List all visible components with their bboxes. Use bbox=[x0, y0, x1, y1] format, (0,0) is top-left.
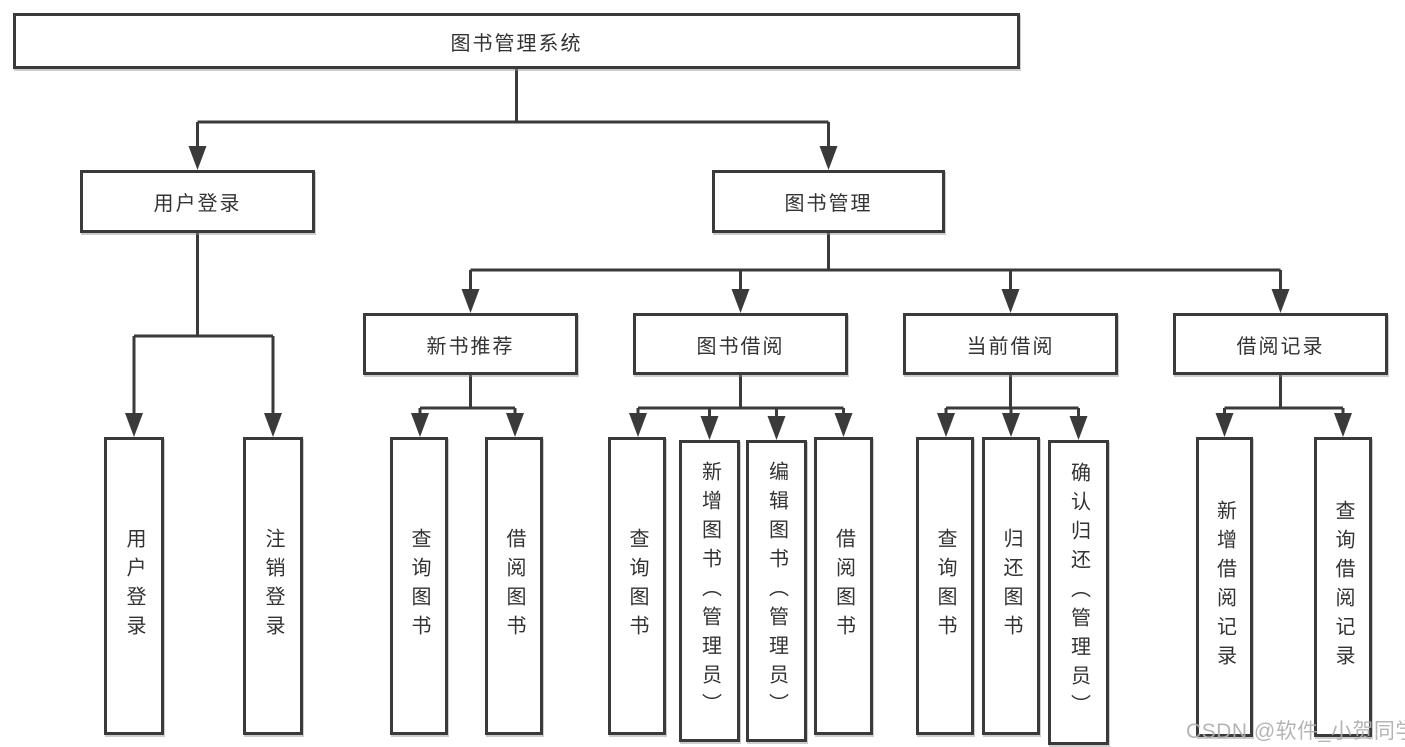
node-label: 新书推荐 bbox=[426, 335, 515, 358]
leaf-query-books: 查询图书 bbox=[608, 437, 666, 735]
node-label: 用户登录 bbox=[153, 193, 242, 215]
leaf-query-books: 查询图书 bbox=[390, 437, 448, 735]
connector-bookborrow-to-leaves bbox=[629, 375, 853, 440]
leaf-query-books: 查询图书 bbox=[916, 437, 974, 735]
node-label: 借阅记录 bbox=[1236, 335, 1325, 358]
connector-borrowrecord-to-leaves bbox=[1215, 375, 1352, 437]
node-label: 新增图书（管理员） bbox=[698, 460, 721, 722]
node-label: 借阅图书 bbox=[832, 528, 855, 644]
node-label: 用户登录 bbox=[123, 528, 145, 644]
node-book-management: 图书管理 bbox=[712, 170, 945, 233]
node-borrowing-records: 借阅记录 bbox=[1173, 313, 1388, 375]
node-label: 借阅图书 bbox=[503, 528, 525, 644]
leaf-user-login: 用户登录 bbox=[104, 437, 164, 735]
watermark: CSDN @软件_小贺同学 bbox=[1186, 720, 1405, 743]
leaf-logout: 注销登录 bbox=[243, 437, 303, 735]
node-label: 确认归还（管理员） bbox=[1067, 462, 1090, 723]
node-label: 查询图书 bbox=[934, 528, 956, 644]
leaf-add-book-admin: 新增图书（管理员） bbox=[679, 440, 740, 742]
node-root-system: 图书管理系统 bbox=[13, 13, 1020, 69]
connector-mgmt-to-level3 bbox=[461, 233, 1290, 313]
node-new-book-recommend: 新书推荐 bbox=[363, 313, 578, 375]
node-current-borrowing: 当前借阅 bbox=[903, 313, 1118, 375]
node-label: 图书管理系统 bbox=[450, 32, 583, 55]
leaf-borrow-books: 借阅图书 bbox=[485, 437, 543, 735]
leaf-confirm-return-admin: 确认归还（管理员） bbox=[1048, 440, 1109, 745]
leaf-query-borrow-record: 查询借阅记录 bbox=[1314, 437, 1372, 737]
node-label: 查询图书 bbox=[626, 528, 648, 644]
node-label: 图书管理 bbox=[784, 193, 873, 215]
connector-currentborrow-to-leaves bbox=[937, 375, 1088, 440]
node-user-login: 用户登录 bbox=[80, 170, 315, 233]
node-label: 编辑图书（管理员） bbox=[765, 460, 788, 722]
node-label: 注销登录 bbox=[262, 528, 284, 644]
node-book-borrowing: 图书借阅 bbox=[633, 313, 848, 375]
node-label: 图书借阅 bbox=[696, 335, 785, 358]
connector-newbook-to-leaves bbox=[411, 375, 524, 437]
connector-root-to-level2 bbox=[188, 69, 838, 170]
node-label: 当前借阅 bbox=[966, 335, 1055, 358]
connector-login-to-leaves bbox=[125, 233, 282, 437]
node-label: 归还图书 bbox=[1000, 528, 1022, 644]
leaf-edit-book-admin: 编辑图书（管理员） bbox=[746, 440, 807, 742]
leaf-return-book: 归还图书 bbox=[982, 437, 1040, 735]
node-label: 查询借阅记录 bbox=[1332, 500, 1354, 674]
leaf-borrow-books: 借阅图书 bbox=[814, 437, 873, 735]
node-label: 查询图书 bbox=[408, 528, 430, 644]
node-label: 新增借阅记录 bbox=[1213, 500, 1236, 674]
leaf-add-borrow-record: 新增借阅记录 bbox=[1196, 437, 1253, 737]
